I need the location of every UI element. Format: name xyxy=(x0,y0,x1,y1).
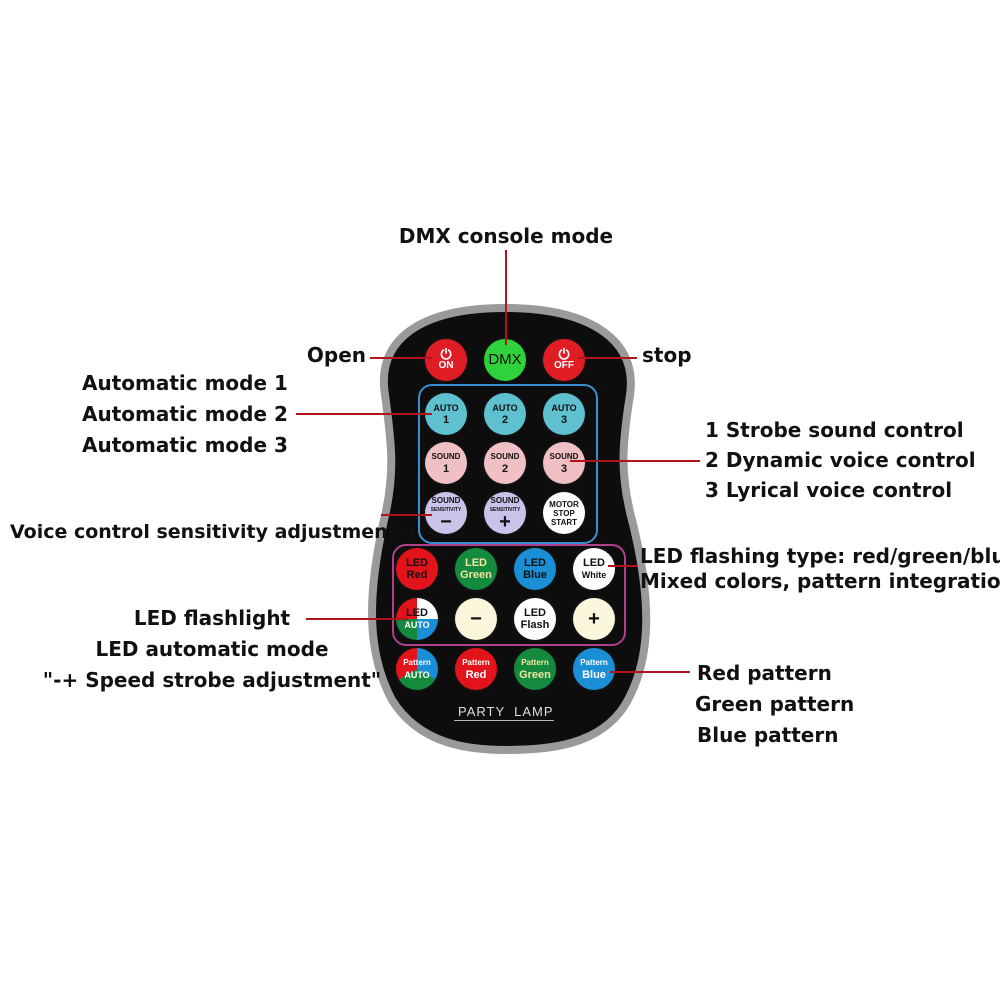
label-led-flash-type: LED flashing type: red/green/blue xyxy=(640,544,1000,568)
led-flash-button[interactable]: LED Flash xyxy=(514,598,556,640)
auto-sound-group xyxy=(418,384,598,544)
led-white-button[interactable]: LED White xyxy=(573,548,615,590)
auto-2-button[interactable]: AUTO 2 xyxy=(484,393,526,435)
label-led-auto-mode: LED automatic mode xyxy=(95,637,329,661)
label-stop: stop xyxy=(642,343,692,367)
pattern-auto-button[interactable]: Pattern AUTO xyxy=(396,648,438,690)
dmx-button[interactable]: DMX xyxy=(484,339,526,381)
led-red-button[interactable]: LED Red xyxy=(396,548,438,590)
label-mixed-colors: Mixed colors, pattern integration xyxy=(640,569,1000,593)
label-lyrical-voice: 3 Lyrical voice control xyxy=(705,478,953,502)
minus-icon: − xyxy=(470,608,482,630)
sound-1-button[interactable]: SOUND 1 xyxy=(425,442,467,484)
minus-icon: − xyxy=(440,511,452,533)
sound-2-button[interactable]: SOUND 2 xyxy=(484,442,526,484)
auto-3-button[interactable]: AUTO 3 xyxy=(543,393,585,435)
label-blue-pattern: Blue pattern xyxy=(697,723,839,747)
led-green-button[interactable]: LED Green xyxy=(455,548,497,590)
led-blue-button[interactable]: LED Blue xyxy=(514,548,556,590)
power-off-button[interactable]: ⏻ OFF xyxy=(543,339,585,381)
power-icon: ⏻ xyxy=(440,346,452,362)
brand-label: PARTY LAMP xyxy=(458,704,554,719)
sensitivity-minus-button[interactable]: SOUND SENSITIVITY − xyxy=(425,492,467,534)
pattern-red-button[interactable]: Pattern Red xyxy=(455,648,497,690)
label-red-pattern: Red pattern xyxy=(697,661,832,685)
power-on-button[interactable]: ⏻ ON xyxy=(425,339,467,381)
label-dynamic-voice: 2 Dynamic voice control xyxy=(705,448,976,472)
label-strobe-sound: 1 Strobe sound control xyxy=(705,418,964,442)
label-auto-mode-2: Automatic mode 2 xyxy=(82,402,288,426)
speed-plus-button[interactable]: + xyxy=(573,598,615,640)
pattern-green-button[interactable]: Pattern Green xyxy=(514,648,556,690)
led-group xyxy=(392,544,626,646)
sensitivity-plus-button[interactable]: SOUND SENSITIVITY + xyxy=(484,492,526,534)
pattern-blue-button[interactable]: Pattern Blue xyxy=(573,648,615,690)
led-auto-button[interactable]: LED AUTO xyxy=(396,598,438,640)
auto-1-button[interactable]: AUTO 1 xyxy=(425,393,467,435)
label-led-flashlight: LED flashlight xyxy=(133,606,291,630)
label-green-pattern: Green pattern xyxy=(695,692,855,716)
plus-icon: + xyxy=(588,608,600,630)
label-auto-mode-1: Automatic mode 1 xyxy=(82,371,288,395)
label-auto-mode-3: Automatic mode 3 xyxy=(82,433,288,457)
label-dmx-console-mode: DMX console mode xyxy=(398,224,614,248)
brand-underline xyxy=(454,720,554,721)
speed-minus-button[interactable]: − xyxy=(455,598,497,640)
label-voice-sensitivity: Voice control sensitivity adjustment +/- xyxy=(10,521,435,543)
motor-button[interactable]: MOTOR STOP START xyxy=(543,492,585,534)
label-open: Open xyxy=(306,343,366,367)
sound-3-button[interactable]: SOUND 3 xyxy=(543,442,585,484)
plus-icon: + xyxy=(499,511,511,533)
label-speed-strobe: "-+ Speed strobe adjustment" xyxy=(42,668,382,692)
power-icon: ⏻ xyxy=(558,346,570,362)
